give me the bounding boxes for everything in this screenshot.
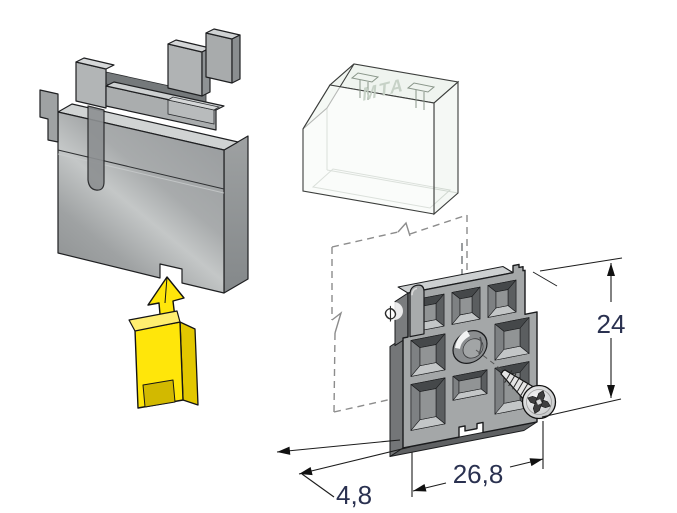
plate-grid-cell-shallow bbox=[452, 369, 488, 401]
mounting-hole bbox=[452, 330, 488, 364]
transparent-cover: MTA bbox=[302, 63, 460, 216]
cover-front-face bbox=[302, 84, 435, 215]
holder-tower-right-front bbox=[205, 32, 233, 84]
hole-highlight bbox=[455, 330, 470, 349]
holder-tower-right-side bbox=[231, 34, 241, 84]
cover-slot-left bbox=[350, 72, 380, 83]
plate-corner-rib bbox=[409, 284, 425, 338]
arrow-down-icon bbox=[607, 385, 615, 398]
cover-right-face bbox=[433, 80, 459, 216]
holder-wall-top bbox=[75, 57, 115, 70]
plate-left-thickness bbox=[389, 337, 404, 458]
screw-threads bbox=[504, 370, 529, 397]
puller-top-rim bbox=[128, 310, 181, 332]
ext-line-back bbox=[276, 439, 401, 453]
holder-front-groove bbox=[87, 105, 105, 191]
ext-line-top bbox=[539, 257, 623, 272]
plate-grid-cell bbox=[410, 377, 446, 431]
holder-collar-highlight bbox=[57, 153, 225, 194]
phillips-cross-icon bbox=[527, 390, 551, 414]
arrow-up-icon bbox=[607, 263, 615, 276]
holder-collar-step bbox=[57, 149, 225, 190]
plate-rib-highlight bbox=[411, 287, 418, 296]
arrow-back-icon bbox=[277, 446, 291, 455]
holder-rail-boss-top bbox=[166, 96, 221, 111]
dim-height-value: 24 bbox=[597, 309, 626, 339]
plate-grid-cell bbox=[494, 317, 530, 361]
plate-grid-cell bbox=[410, 333, 446, 377]
panel-top-edge bbox=[331, 231, 399, 248]
dim-thickness-value: 4,8 bbox=[336, 480, 372, 510]
arrow-left-icon bbox=[413, 484, 427, 492]
panel-top-break-mark bbox=[397, 221, 411, 237]
plate-grid-cell bbox=[451, 286, 481, 325]
puller-bottom-window bbox=[142, 379, 176, 408]
fuse-puller bbox=[128, 276, 199, 409]
mounting-panel-outline bbox=[331, 214, 468, 413]
diameter-symbol-halo bbox=[385, 302, 403, 320]
mounting-plate bbox=[389, 263, 538, 458]
dimension-thickness: 4,8 bbox=[276, 439, 411, 510]
holder-left-tab bbox=[39, 89, 59, 143]
panel-left-break-mark bbox=[331, 311, 343, 334]
screw-axis-centerline bbox=[475, 349, 503, 371]
ext-line-bottom bbox=[541, 398, 622, 418]
plate-grid-cell bbox=[487, 279, 517, 318]
holder-tower-left-front bbox=[167, 43, 203, 97]
puller-arrow-facet bbox=[164, 276, 168, 304]
holder-side-face bbox=[223, 135, 249, 294]
fixing-screw bbox=[500, 369, 557, 420]
dimension-height: 24 bbox=[539, 257, 626, 418]
arrow-right-icon bbox=[529, 458, 543, 467]
screw-head-rim bbox=[526, 389, 552, 415]
panel-top-edge-right bbox=[409, 214, 468, 235]
arrow-front-icon bbox=[299, 467, 313, 476]
plate-back-edge bbox=[532, 271, 558, 287]
ext-line-front bbox=[298, 446, 411, 475]
dimension-width: 26,8 bbox=[411, 421, 544, 497]
cover-slot-right bbox=[406, 82, 436, 93]
leader-line bbox=[301, 473, 335, 498]
holder-wall-front bbox=[75, 61, 107, 109]
dim-width-value: 26,8 bbox=[453, 459, 504, 489]
panel-left-edge-lower bbox=[333, 332, 336, 413]
fuse-holder-body bbox=[39, 28, 249, 294]
